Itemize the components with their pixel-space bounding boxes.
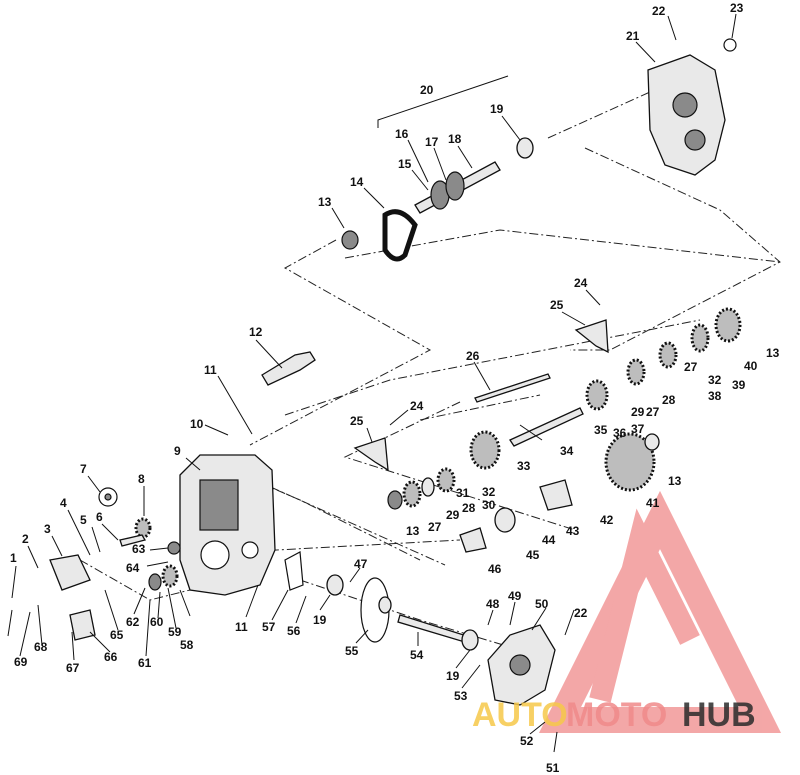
callout-33: 34 [560,444,574,458]
callout-39: 40 [744,359,758,373]
watermark-moto: MOTO [566,696,667,734]
leader-lines [7,13,737,753]
callout-22b: 22 [574,606,588,620]
callout-68: 69 [14,655,28,669]
callout-15: 15 [398,157,412,171]
callout-32a: 32 [708,373,722,387]
callout-65: 66 [104,650,118,664]
callout-46: 47 [354,557,368,571]
callout-31: 32 [482,485,496,499]
callout-27c: 27 [428,520,442,534]
callout-41: 42 [600,513,614,527]
callout-23: 23 [730,1,744,15]
callout-61: 62 [126,615,140,629]
watermark-text: AUTO MOTO HUB [472,696,756,734]
callout-34: 35 [594,423,608,437]
watermark-logo [538,490,782,733]
callout-56: 57 [262,620,276,634]
callout-9: 9 [174,444,181,458]
callout-labels: 1 2 3 4 5 6 7 8 9 10 11 11 12 13 13 13 1… [10,1,780,775]
callout-1: 1 [10,551,17,565]
callout-14: 14 [350,175,364,189]
callout-51: 52 [520,734,534,748]
callout-40: 41 [646,496,660,510]
callout-8: 8 [138,472,145,486]
callout-19c: 19 [446,669,460,683]
callout-2: 2 [22,532,29,546]
callout-11b: 11 [235,620,248,634]
callout-28b: 29 [446,508,460,522]
callout-58: 59 [168,625,182,639]
callout-13c: 13 [668,474,682,488]
callout-21: 21 [626,29,640,43]
callout-63: 64 [126,561,140,575]
callout-48: 49 [508,589,522,603]
callout-18: 18 [448,132,462,146]
callout-6: 6 [96,510,103,524]
callout-42: 43 [566,524,580,538]
callout-24a: 24 [574,276,588,290]
callout-44: 45 [526,548,540,562]
callout-25b: 25 [350,414,364,428]
callout-55: 56 [287,624,301,638]
callout-66: 67 [66,661,80,675]
callout-22a: 22 [652,4,666,18]
callout-19b: 19 [313,613,327,627]
callout-29a: 29 [631,405,645,419]
callout-53: 54 [410,648,424,662]
callout-37: 38 [708,389,722,403]
callout-32b: 33 [517,459,531,473]
callout-13d: 13 [406,524,420,538]
callout-3: 3 [44,522,51,536]
callout-27d: 28 [462,501,476,515]
callout-57: 58 [180,638,194,652]
callout-64: 65 [110,628,124,642]
callout-4: 4 [60,496,67,510]
callout-17: 17 [425,135,439,149]
callout-29b: 30 [482,498,496,512]
callout-16: 16 [395,127,409,141]
shaft-12 [261,351,316,386]
callout-47: 48 [486,597,500,611]
callout-12: 12 [249,325,263,339]
callout-60: 61 [138,656,152,670]
callout-36: 37 [631,422,645,436]
callout-59: 60 [150,615,164,629]
callout-11a: 11 [204,363,217,377]
callout-13b: 13 [766,346,780,360]
callout-27b: 27 [646,405,660,419]
callout-26: 26 [466,349,480,363]
callout-10: 10 [190,417,204,431]
callout-24b: 24 [410,399,424,413]
drive-chain [382,209,418,262]
callout-62: 63 [132,542,146,556]
callout-20: 20 [420,83,434,97]
callout-52: 53 [454,689,468,703]
watermark-auto: AUTO [472,696,568,734]
callout-30: 31 [456,486,470,500]
callout-7: 7 [80,462,87,476]
callout-28a: 28 [662,393,676,407]
watermark-hub: HUB [682,696,756,734]
callout-45: 46 [488,562,502,576]
callout-5: 5 [80,513,87,527]
callout-38: 39 [732,378,746,392]
callout-13a: 13 [318,195,332,209]
callout-27a: 27 [684,360,698,374]
callout-35: 36 [613,426,627,440]
parts [49,38,742,706]
callout-54: 55 [345,644,359,658]
callout-43: 44 [542,533,556,547]
callout-25a: 25 [550,298,564,312]
callout-67: 68 [34,640,48,654]
callout-19a: 19 [490,102,504,116]
callout-49: 50 [535,597,549,611]
callout-50: 51 [546,761,560,775]
